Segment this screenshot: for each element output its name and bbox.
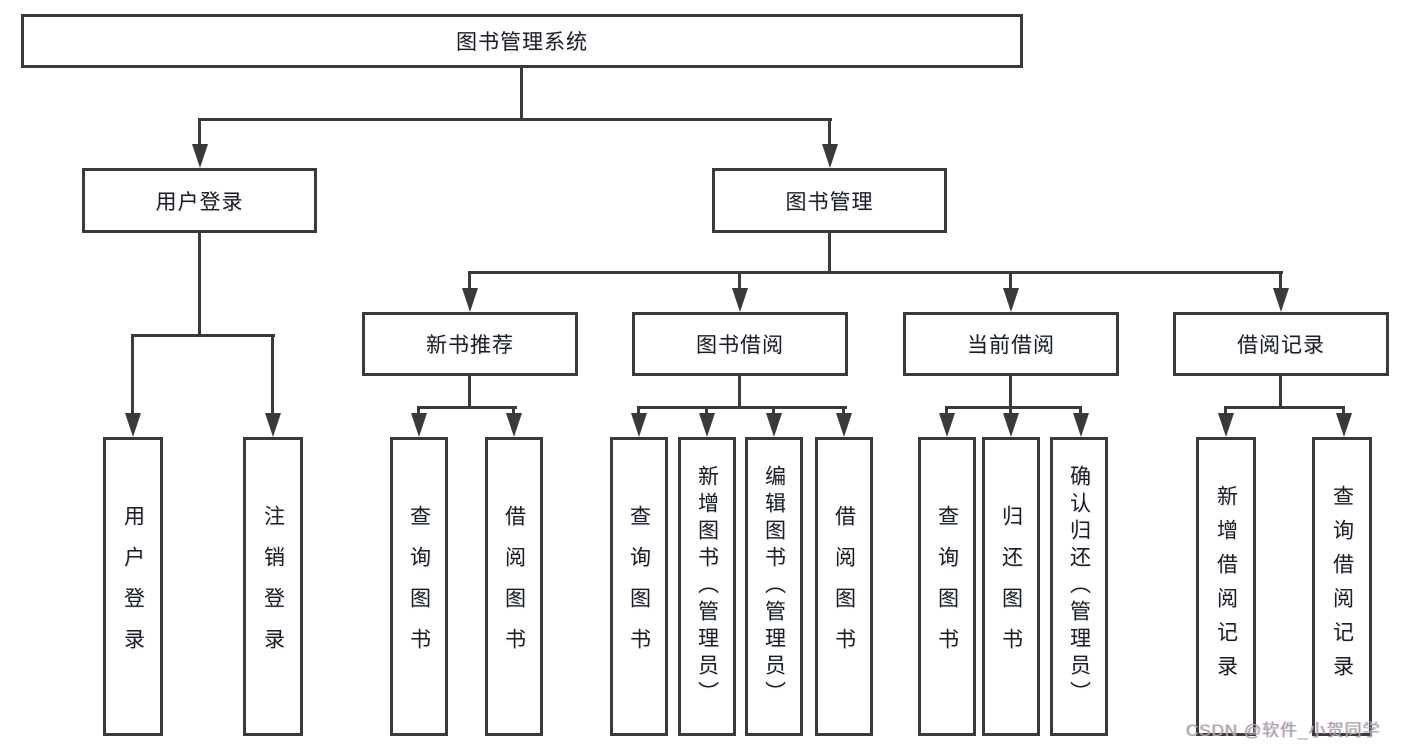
connector-branch: [131, 334, 134, 415]
connector-branch: [512, 406, 515, 417]
arrowhead-icon: [699, 413, 715, 437]
node-new-book-recommend: 新书推荐: [362, 312, 578, 376]
connector-stem: [198, 233, 201, 337]
connector-splitter: [468, 271, 1283, 274]
leaf-logout: 注销登录: [243, 437, 303, 736]
csdn-watermark: CSDN @软件_小贺同学: [1186, 721, 1381, 740]
connector-branch: [1279, 271, 1282, 291]
leaf-confirm-return-admin: 确认归还（管理员）: [1050, 437, 1108, 736]
leaf-query-books-current: 查询图书: [918, 437, 976, 736]
leaf-return-book: 归还图书: [982, 437, 1040, 736]
connector-branch: [637, 406, 640, 417]
connector-splitter: [417, 406, 517, 409]
leaf-label: 归还图书: [999, 504, 1023, 669]
leaf-add-borrow-record: 新增借阅记录: [1196, 437, 1256, 736]
arrowhead-icon: [1003, 413, 1019, 437]
arrowhead-icon: [125, 413, 141, 437]
connector-splitter: [131, 334, 275, 337]
connector-branch: [828, 118, 831, 146]
arrowhead-icon: [1218, 413, 1234, 437]
leaf-label: 新增图书（管理员）: [695, 465, 719, 708]
leaf-label: 用户登录: [121, 504, 145, 669]
arrowhead-icon: [1273, 288, 1289, 312]
leaf-user-login: 用户登录: [103, 437, 163, 736]
leaf-label: 查询图书: [935, 504, 959, 669]
node-user-login: 用户登录: [82, 168, 317, 233]
leaf-label: 注销登录: [261, 504, 285, 669]
connector-branch: [1224, 406, 1227, 417]
connector-stem: [1279, 376, 1282, 409]
node-label: 新书推荐: [426, 334, 514, 357]
connector-splitter: [637, 406, 847, 409]
connector-root-splitter: [198, 118, 832, 121]
connector-stem: [468, 376, 471, 409]
connector-branch: [1009, 406, 1012, 417]
leaf-borrow-books: 借阅图书: [815, 437, 873, 736]
arrowhead-icon: [506, 413, 522, 437]
leaf-query-borrow-record: 查询借阅记录: [1312, 437, 1372, 736]
leaf-query-books-recommend: 查询图书: [390, 437, 448, 736]
node-label: 用户登录: [155, 190, 244, 214]
arrowhead-icon: [631, 413, 647, 437]
leaf-label: 借阅图书: [832, 504, 856, 669]
node-borrow-records: 借阅记录: [1173, 312, 1389, 376]
connector-branch: [417, 406, 420, 417]
node-book-management: 图书管理: [712, 168, 947, 233]
connector-branch: [1342, 406, 1345, 417]
leaf-label: 查询图书: [627, 504, 651, 669]
leaf-label: 确认归还（管理员）: [1067, 465, 1091, 708]
connector-stem: [828, 233, 831, 274]
arrowhead-icon: [822, 144, 838, 168]
arrowhead-icon: [1003, 288, 1019, 312]
arrowhead-icon: [411, 413, 427, 437]
node-label: 图书管理系统: [456, 31, 588, 54]
connector-splitter: [1224, 406, 1345, 409]
connector-splitter: [945, 406, 1082, 409]
arrowhead-icon: [1073, 413, 1089, 437]
node-current-borrow: 当前借阅: [903, 312, 1119, 376]
node-label: 当前借阅: [967, 334, 1055, 357]
arrowhead-icon: [766, 413, 782, 437]
connector-branch: [1009, 271, 1012, 291]
leaf-label: 查询借阅记录: [1330, 484, 1354, 689]
arrowhead-icon: [462, 288, 478, 312]
arrowhead-icon: [265, 413, 281, 437]
connector-branch: [738, 271, 741, 291]
leaf-edit-book-admin: 编辑图书（管理员）: [745, 437, 803, 736]
node-label: 借阅记录: [1237, 334, 1325, 357]
leaf-label: 查询图书: [407, 504, 431, 669]
leaf-add-book-admin: 新增图书（管理员）: [678, 437, 736, 736]
node-library-management-system: 图书管理系统: [21, 14, 1023, 68]
connector-branch: [842, 406, 845, 417]
arrowhead-icon: [192, 144, 208, 168]
leaf-label: 新增借阅记录: [1214, 484, 1238, 689]
leaf-query-books-borrow: 查询图书: [610, 437, 668, 736]
connector-branch: [1079, 406, 1082, 417]
connector-branch: [198, 118, 201, 146]
connector-stem: [738, 376, 741, 409]
leaf-label: 借阅图书: [502, 504, 526, 669]
connector-branch: [705, 406, 708, 417]
node-book-borrow: 图书借阅: [632, 312, 848, 376]
connector-branch: [271, 334, 274, 415]
arrowhead-icon: [836, 413, 852, 437]
node-label: 图书管理: [785, 190, 874, 214]
arrowhead-icon: [732, 288, 748, 312]
arrowhead-icon: [1336, 413, 1352, 437]
leaf-label: 编辑图书（管理员）: [762, 465, 786, 708]
connector-branch: [772, 406, 775, 417]
node-label: 图书借阅: [696, 334, 784, 357]
connector-stem: [1009, 376, 1012, 409]
connector-root-stem: [520, 68, 523, 121]
connector-branch: [468, 271, 471, 291]
connector-branch: [945, 406, 948, 417]
arrowhead-icon: [939, 413, 955, 437]
leaf-borrow-books-recommend: 借阅图书: [485, 437, 543, 736]
